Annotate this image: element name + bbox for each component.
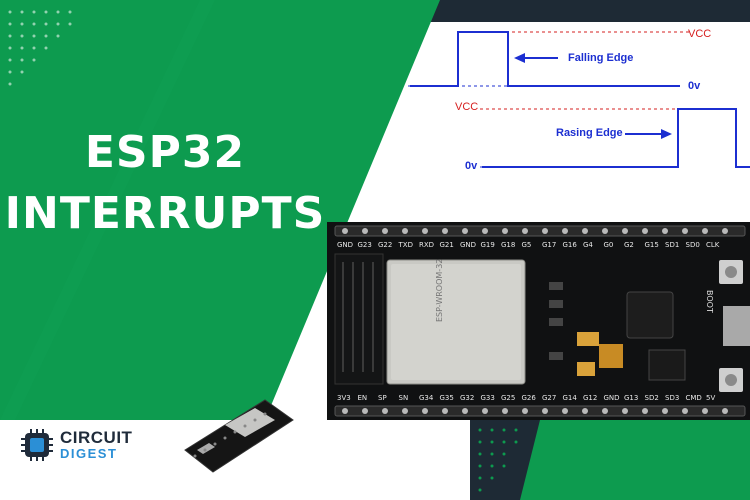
svg-text:BOOT: BOOT	[705, 290, 714, 313]
top-zero-label: 0v	[688, 80, 701, 92]
arrow-right-icon	[661, 129, 672, 139]
pin-label-top: G16	[563, 241, 578, 249]
pin-label-bottom: SD3	[665, 394, 679, 402]
bottom-zero-label: 0v	[465, 160, 478, 172]
pin-label-bottom: GND	[604, 394, 620, 402]
falling-edge-waveform	[408, 31, 690, 87]
pin-label-top: SD0	[686, 241, 700, 249]
pin-label-bottom: G26	[522, 394, 537, 402]
brand-name-line-1: CIRCUIT	[60, 428, 133, 447]
pin-label-top: G0	[604, 241, 614, 249]
pin-label-top: G17	[542, 241, 556, 249]
pin-label-bottom: G13	[624, 394, 638, 402]
pin-label-bottom: G14	[563, 394, 578, 402]
waveform-diagram	[408, 31, 750, 168]
headline-line-2: INTERRUPTS	[4, 188, 326, 239]
brand-name-line-2: DIGEST	[60, 446, 118, 461]
pin-label-top: G18	[501, 241, 515, 249]
pin-label-top: GND	[460, 241, 476, 249]
pin-label-top: G5	[522, 241, 532, 249]
pin-label-top: RXD	[419, 241, 434, 249]
pin-label-top: G21	[440, 241, 454, 249]
rising-edge-waveform	[480, 108, 750, 168]
pin-label-bottom: 5V	[706, 394, 715, 402]
pin-label-top: G19	[481, 241, 495, 249]
pin-label-top: CLK	[706, 241, 720, 249]
pin-label-top: G23	[358, 241, 372, 249]
circuit-digest-logo-icon	[21, 429, 53, 461]
pin-label-bottom: CMD	[686, 394, 702, 402]
dot-grid-bottom-right	[478, 428, 518, 492]
pin-label-bottom: G12	[583, 394, 597, 402]
arrow-left-icon	[514, 53, 525, 63]
pin-label-top: G4	[583, 241, 593, 249]
module-text: ESP-WROOM-32	[435, 259, 444, 322]
pin-label-bottom: G32	[460, 394, 474, 402]
pin-label-top: G2	[624, 241, 634, 249]
pin-label-bottom: G34	[419, 394, 434, 402]
bottom-vcc-label: VCC	[455, 101, 479, 113]
pin-label-bottom: SP	[378, 394, 387, 402]
headline-line-1: ESP32	[84, 127, 246, 178]
top-vcc-label: VCC	[688, 28, 712, 40]
esp32-devkit-small-icon	[184, 399, 294, 473]
pin-label-bottom: 3V3	[337, 394, 351, 402]
pin-label-bottom: G33	[481, 394, 495, 402]
pin-label-top: GND	[337, 241, 353, 249]
pin-label-bottom: SD2	[645, 394, 659, 402]
pin-label-top: G22	[378, 241, 392, 249]
rising-edge-label: Rasing Edge	[556, 127, 623, 139]
pin-label-bottom: EN	[358, 394, 368, 402]
dot-grid-top-left	[8, 10, 72, 86]
pin-label-bottom: SN	[399, 394, 409, 402]
pin-label-bottom: G35	[440, 394, 454, 402]
pin-label-top: SD1	[665, 241, 679, 249]
falling-edge-label: Falling Edge	[568, 52, 634, 64]
pin-label-bottom: G27	[542, 394, 556, 402]
pin-label-top: TXD	[398, 241, 413, 249]
pin-label-top: G15	[645, 241, 659, 249]
pin-label-bottom: G25	[501, 394, 515, 402]
